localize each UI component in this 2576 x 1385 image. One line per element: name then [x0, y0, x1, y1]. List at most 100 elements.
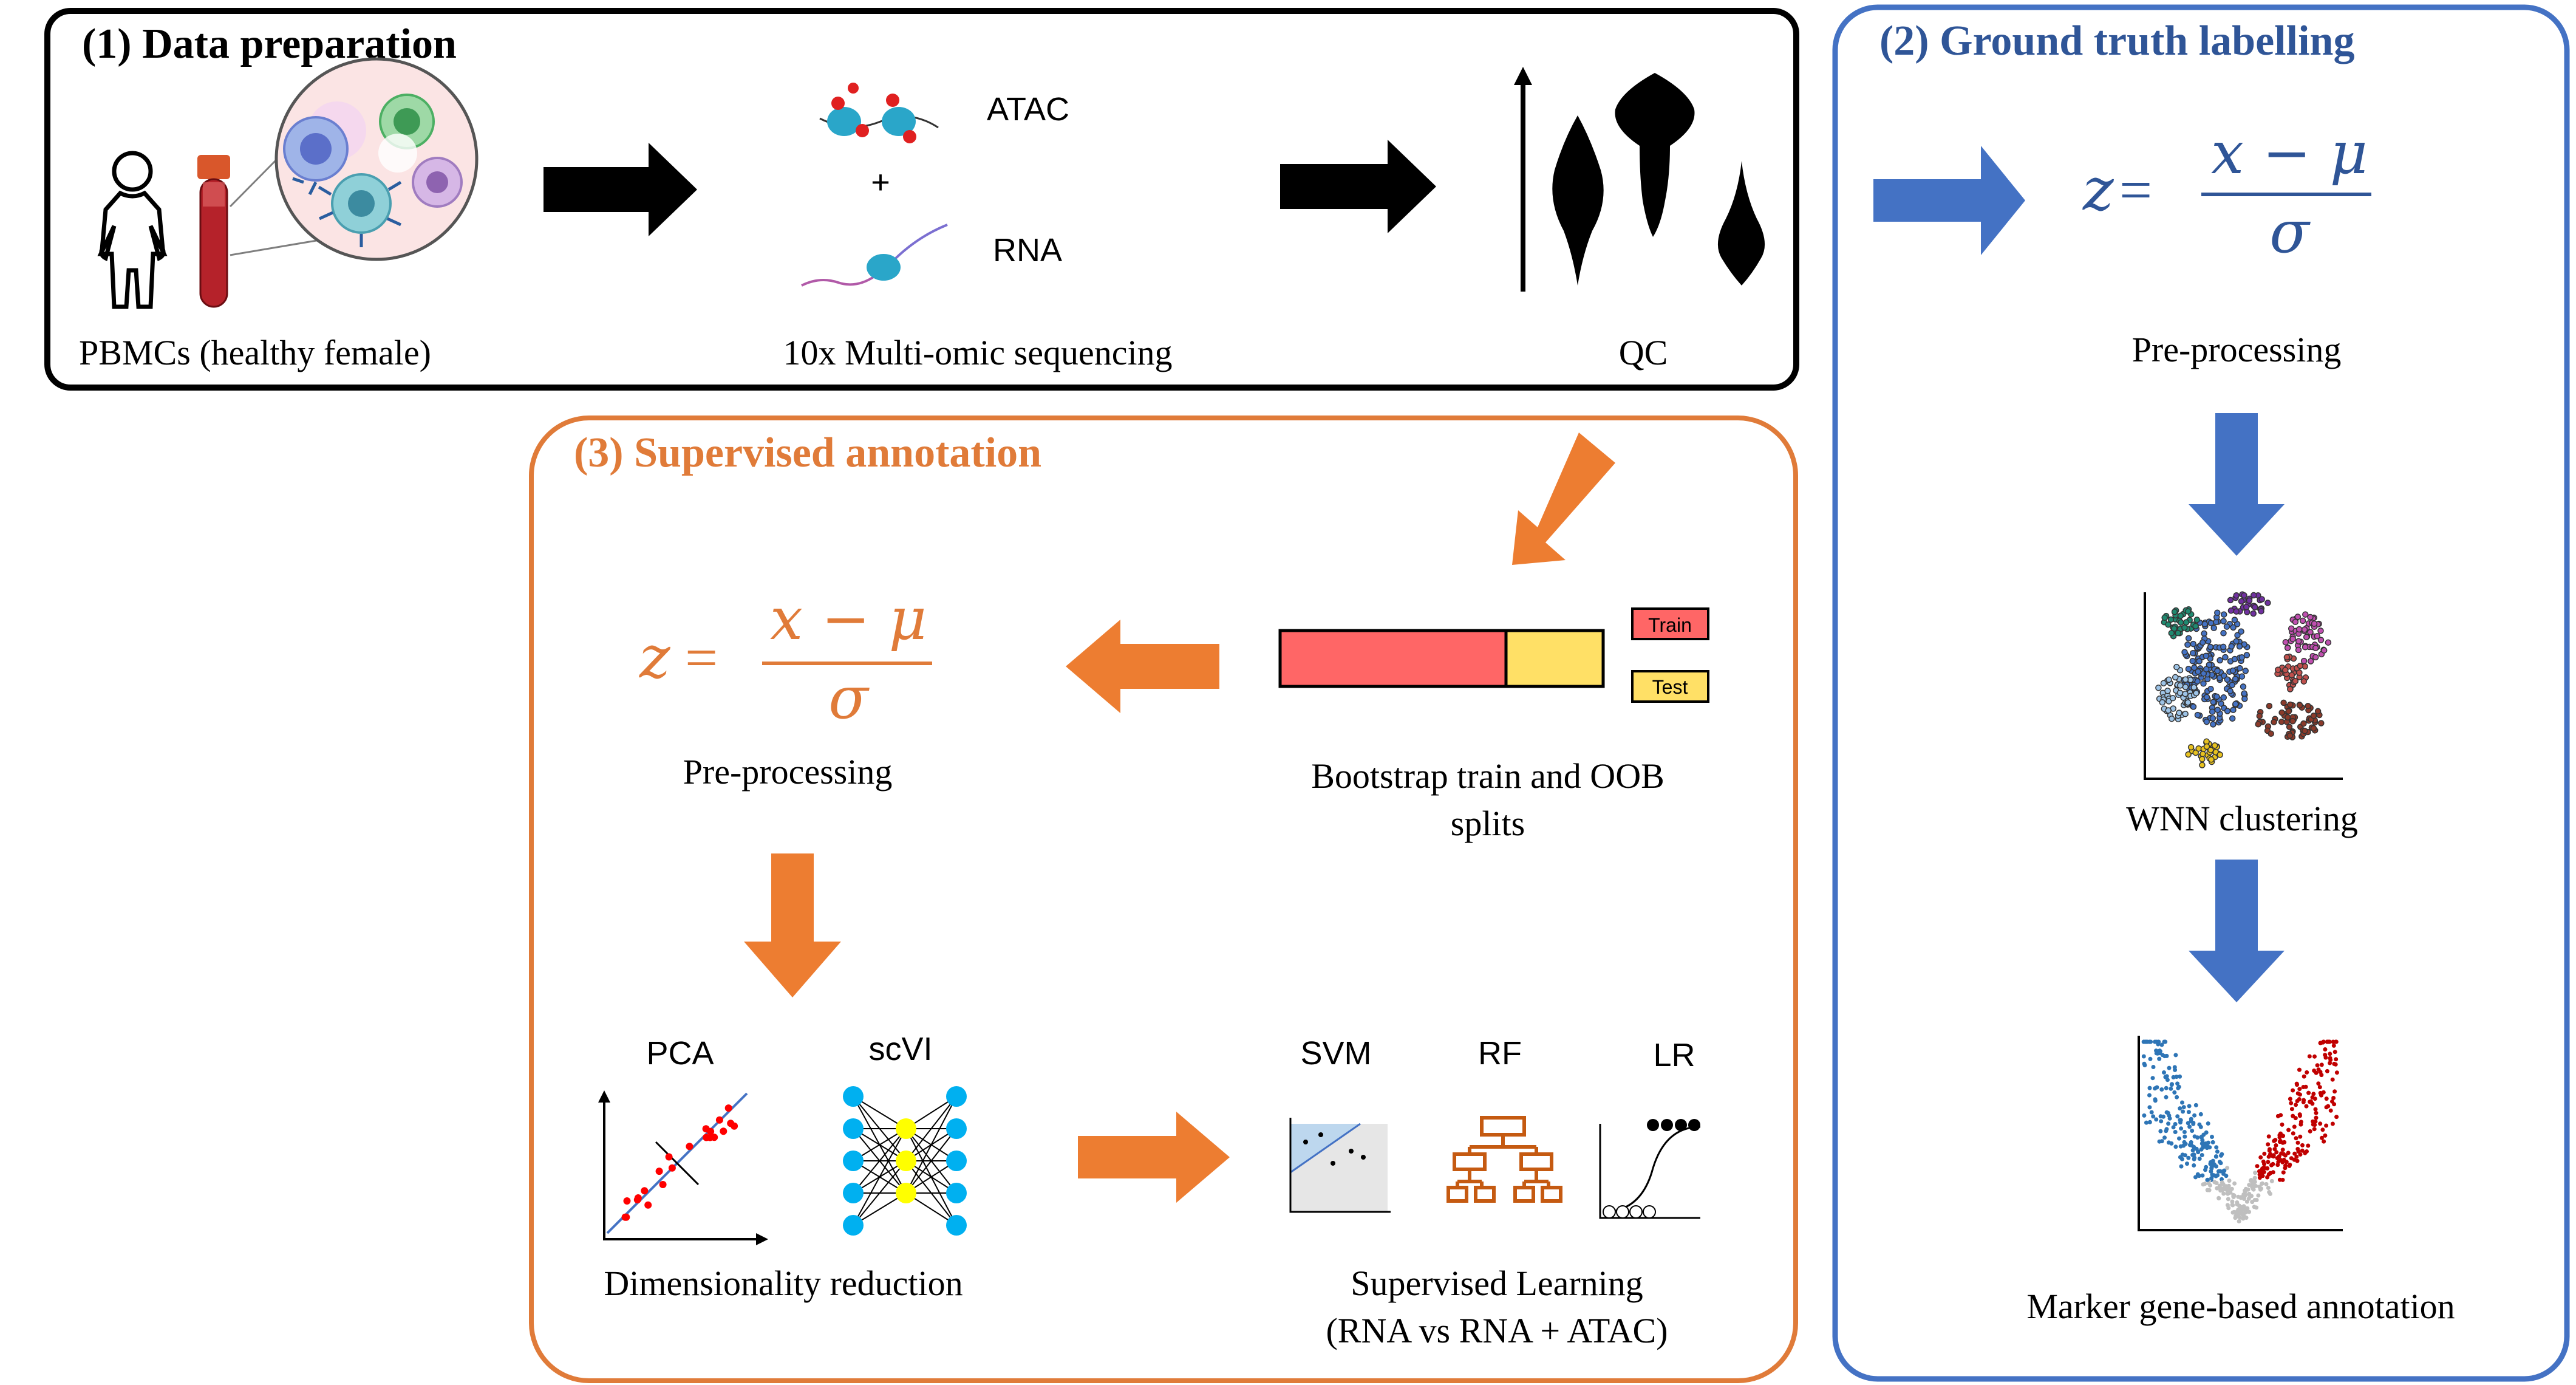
marker-label: Marker gene-based annotation: [2026, 1287, 2455, 1326]
icon-dot: [2256, 713, 2263, 719]
icon-dot: [2164, 1074, 2169, 1079]
icon-dot: [2274, 1143, 2278, 1147]
icon-dot: [2294, 1154, 2299, 1159]
train-legend-label: Train: [1648, 614, 1692, 636]
icon-dot: [2229, 667, 2237, 674]
volcano-plot-icon: [2138, 1036, 2343, 1231]
formula-lhs: z: [2082, 156, 2114, 224]
icon-dot: [2282, 639, 2289, 646]
icon-dot: [2233, 592, 2240, 599]
icon-dot: [2285, 708, 2292, 715]
icon-dot: [2304, 1104, 2309, 1109]
rna-icon: [801, 224, 948, 287]
icon-dot: [2169, 1141, 2174, 1146]
icon-dot: [2292, 1151, 2297, 1156]
icon-dot: [2191, 1121, 2196, 1125]
icon-dot: [2233, 638, 2240, 645]
icon-dot: [2232, 1181, 2237, 1186]
icon-dot: [2320, 1135, 2324, 1140]
icon-dot: [2155, 685, 2162, 691]
icon-dot: [2220, 694, 2227, 701]
icon-dot: [2189, 1140, 2193, 1144]
icon-dot: [2334, 1070, 2339, 1075]
icon-dot: [2278, 1158, 2283, 1163]
icon-dot: [2275, 1113, 2280, 1118]
icon-dot: [2334, 1115, 2339, 1120]
icon-dot: [2262, 1151, 2267, 1156]
icon-dot: [2283, 654, 2291, 661]
icon-dot: [2164, 1129, 2169, 1134]
icon-dot: [2292, 618, 2299, 626]
icon-dot: [2277, 1135, 2282, 1140]
icon-dot: [2147, 1105, 2152, 1110]
icon-dot: [724, 1104, 732, 1112]
dimred-label: Dimensionality reduction: [604, 1264, 963, 1303]
icon-dot: [2164, 1086, 2169, 1090]
icon-dot: [896, 1118, 916, 1139]
svm-icon: [1289, 1118, 1391, 1213]
icon-dot: [2169, 695, 2176, 702]
icon-dot: [2190, 1152, 2195, 1157]
icon-dot: [2192, 1157, 2196, 1161]
icon-dot: [2289, 1107, 2294, 1112]
icon-dot: [2302, 644, 2309, 651]
icon-dot: [2228, 1190, 2233, 1195]
icon-dot: [2322, 1139, 2326, 1144]
icon-dot: [2217, 657, 2223, 664]
icon-dot: [2253, 1171, 2258, 1175]
icon-dot: [2203, 718, 2210, 725]
icon-dot: [2260, 1181, 2264, 1186]
icon-dot: [2206, 1121, 2210, 1126]
icon-dot: [2330, 1099, 2334, 1104]
icon-dot: [2332, 1050, 2337, 1055]
icon-dot: [2183, 1141, 2188, 1146]
panel3-title: (3) Supervised annotation: [574, 429, 1041, 476]
icon-dot: [2234, 632, 2241, 638]
icon-dot: [2303, 634, 2310, 640]
icon-dot: [2281, 1170, 2286, 1175]
icon-dot: [2209, 1176, 2214, 1181]
icon-dot: [2250, 610, 2257, 617]
icon-dot: [2243, 1192, 2248, 1197]
icon-dot: [2203, 743, 2210, 750]
icon-dot: [2268, 1171, 2273, 1175]
icon-dot: [2295, 626, 2303, 633]
icon-dot: [2182, 619, 2190, 626]
icon-dot: [2325, 1069, 2329, 1073]
icon-dot: [2218, 1188, 2223, 1193]
network-edge: [905, 1096, 957, 1194]
icon-dot: [2182, 690, 2189, 697]
icon-dot: [2254, 1205, 2259, 1210]
icon-dot: [2305, 1070, 2309, 1075]
icon-dot: [2208, 756, 2215, 763]
icon-dot: [2249, 1194, 2254, 1199]
icon-dot: [2154, 1117, 2159, 1122]
arrow-right-icon-2: [1280, 140, 1436, 233]
icon-dot: [2203, 666, 2210, 672]
icon-dot: [2173, 1122, 2178, 1126]
icon-dot: [2229, 715, 2236, 722]
icon-dot: [2258, 608, 2264, 615]
icon-dot: [2251, 604, 2258, 610]
icon-dot: [2297, 662, 2304, 669]
icon-dot: [2167, 1065, 2172, 1070]
icon-dot: [2224, 1174, 2229, 1178]
icon-dot: [2240, 1205, 2245, 1209]
icon-dot: [2328, 1056, 2332, 1061]
gt-preprocessing-label: Pre-processing: [2132, 330, 2342, 369]
icon-dot: [2286, 1127, 2291, 1132]
icon-dot: [2277, 1177, 2282, 1182]
icon-dot: [2305, 702, 2311, 710]
icon-dot: [2272, 1147, 2277, 1152]
icon-dot: [896, 1183, 916, 1203]
icon-dot: [2215, 1173, 2220, 1178]
supervised-label-line1: Supervised Learning: [1351, 1264, 1643, 1303]
icon-dot: [2162, 1070, 2166, 1075]
icon-dot: [2190, 1148, 2195, 1153]
icon-dot: [2182, 710, 2189, 717]
pbmc-label: PBMCs (healthy female): [79, 333, 431, 372]
icon-dot: [2287, 701, 2294, 708]
icon-dot: [2284, 645, 2291, 651]
icon-dot: [843, 1086, 864, 1107]
icon-dot: [2287, 686, 2294, 692]
